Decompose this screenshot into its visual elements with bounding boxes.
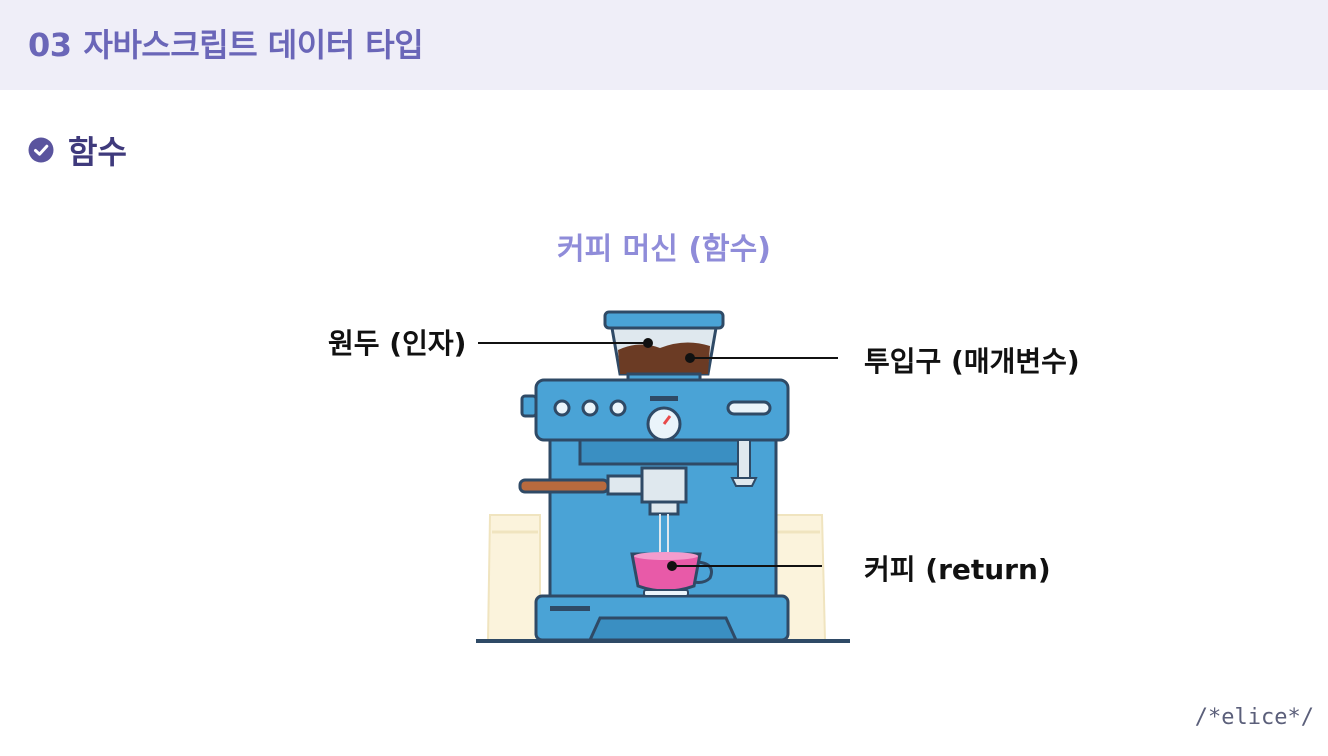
coffee-bag-left-icon [486, 514, 541, 641]
header-number: 03 [28, 26, 72, 64]
label-beans-argument: 원두 (인자) [328, 327, 467, 360]
header-text: 자바스크립트 데이터 타입 [83, 26, 424, 64]
slide-header: 03 자바스크립트 데이터 타입 [0, 0, 1328, 90]
section-title: 함수 [68, 133, 127, 171]
bean-hopper [603, 310, 725, 384]
diagram-title: 커피 머신 (함수) [557, 232, 771, 267]
machine-body [520, 378, 790, 642]
elice-logo: /*elice*/ [1194, 705, 1314, 730]
steam-wand [730, 439, 758, 487]
coffee-machine-illustration [476, 310, 850, 643]
coffee-cup-icon [630, 552, 713, 597]
header-title: 03 자바스크립트 데이터 타입 [28, 20, 424, 66]
section-heading: 함수 [28, 128, 127, 172]
check-circle-icon [28, 137, 54, 163]
portafilter [518, 466, 688, 552]
label-coffee-return: 커피 (return) [864, 553, 1051, 586]
label-inlet-parameter: 투입구 (매개변수) [864, 345, 1080, 378]
